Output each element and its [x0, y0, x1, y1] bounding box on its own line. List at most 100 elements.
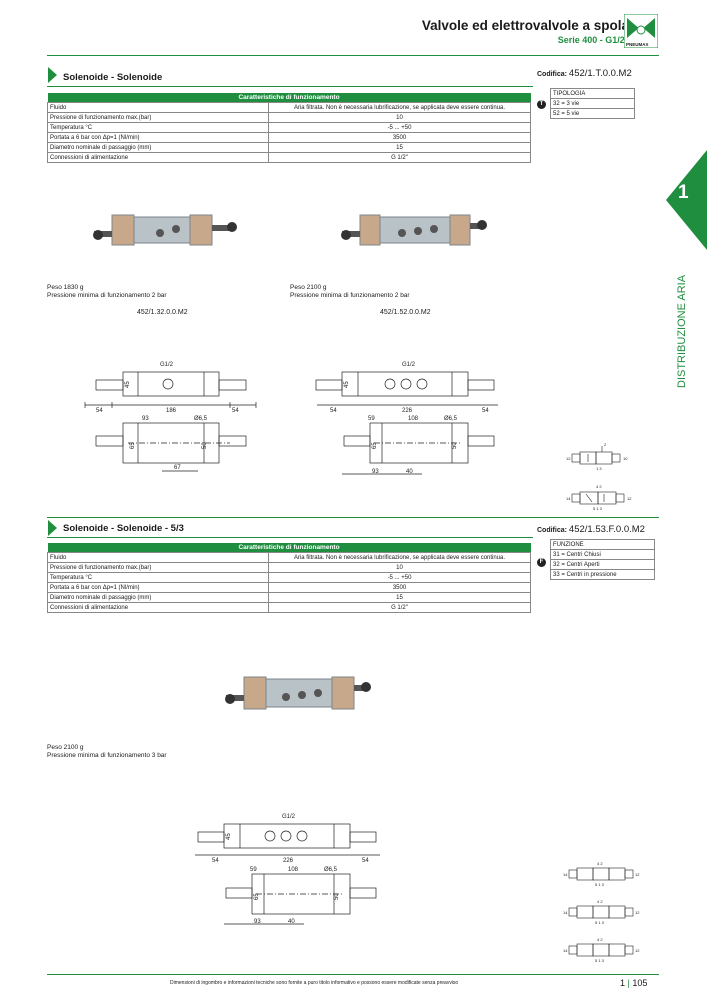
- svg-text:12: 12: [635, 948, 640, 953]
- product-pressure: Pressione minima di funzionamento 2 bar: [47, 292, 167, 299]
- svg-text:Ø6,5: Ø6,5: [194, 416, 208, 422]
- option-row: 52 = 5 vie: [550, 108, 635, 119]
- svg-text:5 1 3: 5 1 3: [595, 920, 605, 925]
- svg-text:14: 14: [563, 910, 568, 915]
- svg-text:40: 40: [288, 919, 295, 925]
- svg-text:93: 93: [372, 469, 379, 475]
- table-row: Pressione di funzionamento max.(bar)10: [47, 562, 531, 573]
- svg-text:12: 12: [566, 456, 571, 461]
- page-number: 1 | 105: [620, 978, 648, 988]
- pneumatic-symbol-5way: 14 12 4 2 5 1 3: [566, 484, 632, 511]
- table-row: Temperatura °C-5 ... +50: [47, 572, 531, 583]
- svg-text:226: 226: [283, 858, 294, 864]
- dimension-drawing-5way: G1/2 45 54 226 54 59 108 Ø6,5 65 50 93 4…: [315, 362, 498, 475]
- chapter-number: 1: [678, 182, 689, 203]
- svg-text:4 2: 4 2: [597, 937, 603, 942]
- svg-text:Ø6,5: Ø6,5: [444, 416, 458, 422]
- section-arrow-icon: [48, 67, 57, 83]
- table-row: Portata a 6 bar con Δp=1 (Nl/min)3500: [47, 132, 531, 143]
- table-row: Temperatura °C-5 ... +50: [47, 122, 531, 133]
- svg-text:50: 50: [334, 893, 340, 900]
- option-row: 32 = 3 vie: [550, 98, 635, 109]
- logo-text: PNEUMAX: [626, 42, 649, 47]
- product-weight: Peso 2100 g: [47, 744, 84, 751]
- section-arrow-icon: [48, 520, 57, 536]
- pneumax-logo: [624, 14, 658, 48]
- svg-text:59: 59: [250, 867, 257, 873]
- section2-codifica: Codifica: 452/1.53.F.0.0.M2: [537, 524, 645, 535]
- svg-text:2: 2: [604, 442, 607, 447]
- svg-text:54: 54: [362, 858, 369, 864]
- svg-text:5 1 3: 5 1 3: [595, 882, 605, 887]
- pneumatic-symbol-5-3-open: 14 12 4 2 5 1 3: [563, 899, 640, 925]
- pneumatic-symbol-5-3-closed: 14 12 4 2 5 1 3: [563, 861, 640, 887]
- svg-text:4 2: 4 2: [596, 484, 602, 489]
- dimension-drawing-5-3: G1/2 45 54 226 54 59 108 Ø6,5 65 50 93 4…: [195, 814, 380, 925]
- valve-image-3way: [93, 214, 237, 246]
- svg-text:108: 108: [408, 416, 419, 422]
- chapter-label: DISTRIBUZIONE ARIA: [676, 274, 688, 388]
- svg-text:93: 93: [142, 416, 149, 422]
- svg-text:14: 14: [566, 496, 571, 501]
- svg-text:1 3: 1 3: [596, 466, 602, 471]
- svg-text:G1/2: G1/2: [160, 362, 174, 368]
- header-rule: [47, 55, 659, 56]
- option-row: 32 = Centri Aperti: [550, 559, 655, 570]
- valve-image-5way: [341, 214, 487, 246]
- svg-text:45: 45: [226, 833, 232, 840]
- svg-text:54: 54: [330, 408, 337, 414]
- svg-text:93: 93: [254, 919, 261, 925]
- option-badge: F: [537, 558, 546, 567]
- footer-note: Dimensioni di ingombro e informazioni te…: [170, 980, 459, 986]
- svg-text:54: 54: [96, 408, 103, 414]
- table-row: Pressione di funzionamento max.(bar)10: [47, 112, 531, 123]
- svg-text:65: 65: [130, 442, 136, 449]
- svg-text:59: 59: [368, 416, 375, 422]
- product-code: 452/1.32.0.0.M2: [137, 309, 188, 316]
- section1-options-table: TIPOLOGIA 32 = 3 vie 52 = 5 vie: [550, 88, 635, 119]
- table-row: Diametro nominale di passaggio (mm)15: [47, 592, 531, 603]
- page-subtitle: Serie 400 - G1/2": [557, 35, 629, 45]
- svg-text:Ø6,5: Ø6,5: [324, 867, 338, 873]
- svg-text:45: 45: [344, 381, 350, 388]
- svg-text:45: 45: [125, 381, 131, 388]
- section2-title: Solenoide - Solenoide - 5/3: [63, 523, 184, 534]
- table-row: Diametro nominale di passaggio (mm)15: [47, 142, 531, 153]
- section1-title: Solenoide - Solenoide: [63, 72, 163, 83]
- product-pressure: Pressione minima di funzionamento 3 bar: [47, 752, 167, 759]
- svg-text:54: 54: [232, 408, 239, 414]
- svg-text:5 1 3: 5 1 3: [593, 506, 603, 511]
- svg-text:12: 12: [627, 496, 632, 501]
- product-weight: Peso 2100 g: [290, 284, 327, 291]
- svg-text:65: 65: [254, 893, 260, 900]
- svg-text:10: 10: [623, 456, 628, 461]
- svg-text:108: 108: [288, 867, 299, 873]
- svg-text:G1/2: G1/2: [282, 814, 296, 820]
- table-title: Caratteristiche di funzionamento: [47, 93, 531, 103]
- svg-text:14: 14: [563, 948, 568, 953]
- svg-text:4 2: 4 2: [597, 861, 603, 866]
- valve-image-5-3: [225, 676, 371, 710]
- option-row: 31 = Centri Chiusi: [550, 549, 655, 560]
- svg-text:226: 226: [402, 408, 413, 414]
- table-title: Caratteristiche di funzionamento: [47, 543, 531, 553]
- svg-text:65: 65: [372, 442, 378, 449]
- svg-text:14: 14: [563, 872, 568, 877]
- product-pressure: Pressione minima di funzionamento 2 bar: [290, 292, 410, 299]
- svg-text:50: 50: [202, 442, 208, 449]
- svg-text:186: 186: [166, 408, 177, 414]
- section1-codifica: Codifica: 452/1.T.0.0.M2: [537, 68, 632, 79]
- product-weight: Peso 1830 g: [47, 284, 84, 291]
- svg-text:40: 40: [406, 469, 413, 475]
- svg-text:4 2: 4 2: [597, 899, 603, 904]
- svg-text:54: 54: [482, 408, 489, 414]
- product-code: 452/1.52.0.0.M2: [380, 309, 431, 316]
- svg-text:54: 54: [212, 858, 219, 864]
- svg-text:5 1 3: 5 1 3: [595, 958, 605, 963]
- pneumatic-symbol-5-3-pressure: 14 12 4 2 5 1 3: [563, 937, 640, 963]
